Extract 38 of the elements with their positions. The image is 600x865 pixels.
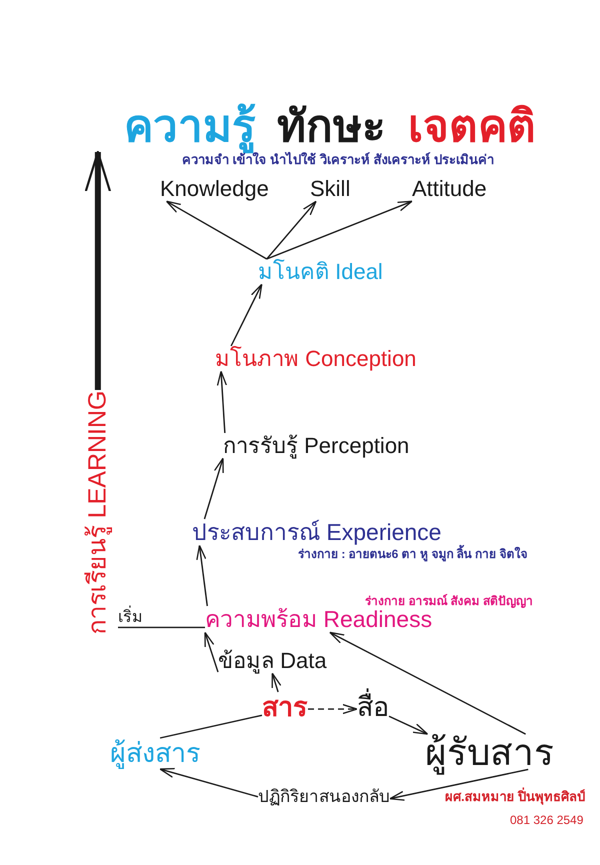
stage-label: ประสบการณ์ Experience [192,519,442,546]
arrow [266,200,413,260]
learning-arrow [84,150,111,390]
connector-line [118,626,205,628]
stage-label: ข้อมูล Data [218,648,327,674]
arrow [272,672,282,692]
stage-label: การรับรู้ Perception [223,433,410,458]
arrow [204,632,219,672]
arrow [329,632,526,735]
arrow [308,704,358,714]
author-name: ผศ.สมหมาย ปิ่นพุทธศิลป์ [445,790,586,805]
receiver-label: ผู้รับสาร [425,732,554,775]
arrow [196,544,208,606]
arrow [166,200,268,260]
level-label: Attitude [412,176,487,202]
heading-word: ความรู้ [124,102,256,153]
arrow [230,284,262,346]
level-label: Skill [310,176,350,202]
arrow [204,458,224,520]
heading-word: ทักษะ [277,102,386,152]
sender-label: ผู้ส่งสาร [110,738,201,770]
learning-label: การเรียนรู้ LEARNING [84,390,112,634]
stage-label: มโนคติ Ideal [258,259,383,284]
phone-number: 081 326 2549 [510,814,584,828]
arrow [389,768,528,801]
heading-word: เจตคติ [408,102,536,152]
stage-label: ความพร้อม Readiness [205,606,432,632]
stage-label: มโนภาพ Conception [215,346,416,372]
arrow [388,716,428,735]
connector-line [160,714,262,739]
message-label: สาร [262,692,308,724]
note-text: ร่างกาย อารมณ์ สังคม สติปัญญา [365,595,534,609]
arrow [159,768,258,798]
level-label: Knowledge [160,176,269,202]
feedback-label: ปฏิกิริยาสนองกลับ [258,787,390,807]
arrow [266,200,317,260]
arrow [216,370,227,434]
note-text: ความจำ เข้าใจ นำไปใช้ วิเคราะห์ สังเคราะห์ ประเมินค่า [182,153,494,168]
